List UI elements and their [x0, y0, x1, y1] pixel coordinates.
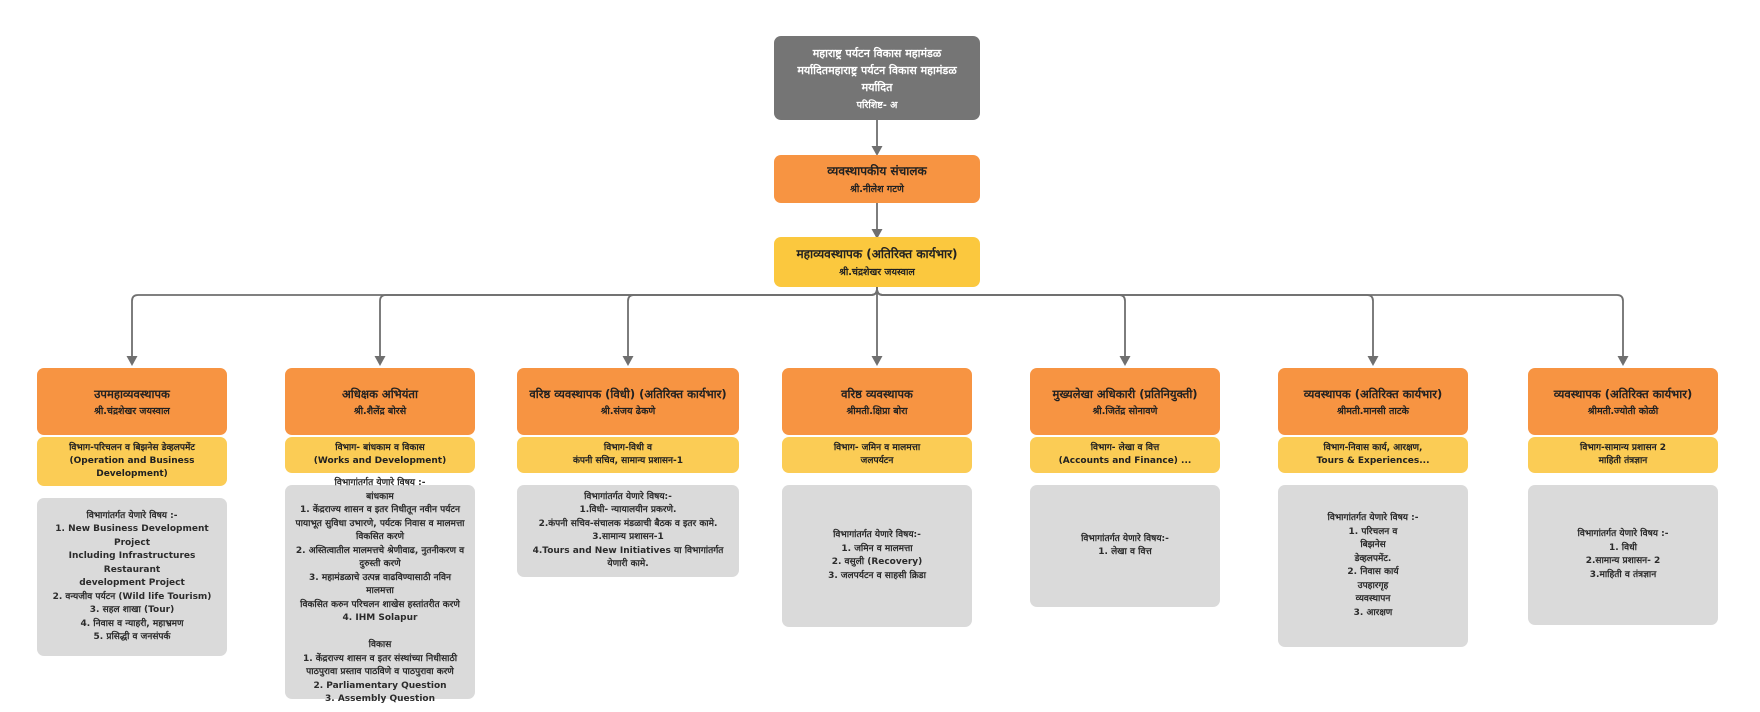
- role-title: मुख्यलेखा अधिकारी (प्रतिनियुक्ती): [1052, 386, 1198, 401]
- duties-box[interactable]: विभागांतर्गत येणारे विषय :- 1. विधी 2.सा…: [1528, 485, 1718, 626]
- branch-column-senior-manager: वरिष्ठ व्यवस्थापक श्रीमती.क्षिप्रा बोरा …: [782, 368, 972, 628]
- officer-name: श्री.नीलेश गटणे: [850, 183, 904, 195]
- department-label: विभाग-विधी व कंपनी सचिव, सामान्य प्रशासन…: [573, 443, 683, 467]
- duties-list: विभागांतर्गत येणारे विषय :- 1. New Busin…: [52, 510, 212, 643]
- officer-name: श्री.जितेंद्र सोनावणे: [1092, 406, 1158, 418]
- officer-name: श्री.चंद्रशेखर जयस्वाल: [839, 266, 915, 278]
- role-box[interactable]: अधिक्षक अभियंता श्री.शैलेंद्र बोरसे: [285, 368, 475, 435]
- duties-list: विभागांतर्गत येणारे विषय:- 1. लेखा व वित…: [1081, 533, 1169, 558]
- role-box[interactable]: व्यवस्थापक (अतिरिक्त कार्यभार) श्रीमती.म…: [1278, 368, 1468, 435]
- officer-name: श्री.संजय ढेकणे: [600, 406, 656, 418]
- duties-list: विभागांतर्गत येणारे विषय :- 1. परिचलन व …: [1327, 513, 1419, 618]
- duties-box[interactable]: विभागांतर्गत येणारे विषय :- 1. परिचलन व …: [1278, 485, 1468, 648]
- department-label: विभाग-निवास कार्य, आरक्षण, Tours & Exper…: [1316, 443, 1430, 467]
- role-title: वरिष्ठ व्यवस्थापक: [841, 386, 913, 401]
- duties-list: विभागांतर्गत येणारे विषय:- 1. जमिन व माल…: [828, 530, 926, 581]
- department-label: विभाग- लेखा व वित्त (Accounts and Financ…: [1058, 443, 1192, 467]
- branch-column-senior-manager-legal: वरिष्ठ व्यवस्थापक (विधी) (अतिरिक्त कार्य…: [517, 368, 739, 578]
- role-title: वरिष्ठ व्यवस्थापक (विधी) (अतिरिक्त कार्य…: [529, 386, 727, 401]
- department-box[interactable]: विभाग- बांधकाम व विकास (Works and Develo…: [285, 437, 475, 474]
- department-label: विभाग-परिचलन व बिझनेस डेव्हलपमेंट (Opera…: [69, 443, 195, 480]
- duties-box[interactable]: विभागांतर्गत येणारे विषय :- 1. New Busin…: [37, 498, 227, 657]
- general-manager-box[interactable]: महाव्यवस्थापक (अतिरिक्त कार्यभार) श्री.च…: [774, 237, 980, 287]
- department-label: विभाग-सामान्य प्रशासन 2 माहिती तंत्रज्ञा…: [1580, 443, 1666, 467]
- corporation-title: महाराष्ट्र पर्यटन विकास महामंडळ मर्यादित…: [797, 46, 957, 95]
- department-box[interactable]: विभाग- लेखा व वित्त (Accounts and Financ…: [1030, 437, 1220, 474]
- managing-director-box[interactable]: व्यवस्थापकीय संचालक श्री.नीलेश गटणे: [774, 155, 980, 203]
- branch-column-chief-accounts-officer: मुख्यलेखा अधिकारी (प्रतिनियुक्ती) श्री.ज…: [1030, 368, 1220, 608]
- duties-list: विभागांतर्गत येणारे विषय:- 1.विधी- न्याय…: [532, 491, 724, 570]
- role-box[interactable]: उपमहाव्यवस्थापक श्री.चंद्रशेखर जयस्वाल: [37, 368, 227, 435]
- role-title: अधिक्षक अभियंता: [342, 386, 418, 401]
- duties-list: विभागांतर्गत येणारे विषय :- बांधकाम 1. क…: [295, 478, 465, 705]
- corporation-header-box[interactable]: महाराष्ट्र पर्यटन विकास महामंडळ मर्यादित…: [774, 36, 980, 120]
- department-box[interactable]: विभाग-सामान्य प्रशासन 2 माहिती तंत्रज्ञा…: [1528, 437, 1718, 474]
- department-label: विभाग- जमिन व मालमत्ता जलपर्यटन: [833, 443, 921, 467]
- duties-list: विभागांतर्गत येणारे विषय :- 1. विधी 2.सा…: [1577, 529, 1669, 580]
- officer-name: श्री.चंद्रशेखर जयस्वाल: [94, 406, 170, 418]
- duties-box[interactable]: विभागांतर्गत येणारे विषय:- 1. जमिन व माल…: [782, 485, 972, 628]
- department-box[interactable]: विभाग-परिचलन व बिझनेस डेव्हलपमेंट (Opera…: [37, 437, 227, 487]
- duties-box[interactable]: विभागांतर्गत येणारे विषय:- 1.विधी- न्याय…: [517, 485, 739, 578]
- role-box[interactable]: व्यवस्थापक (अतिरिक्त कार्यभार) श्रीमती.ज…: [1528, 368, 1718, 435]
- officer-name: श्रीमती.मानसी ताटके: [1337, 406, 1409, 418]
- appendix-label: परिशिष्ट- अ: [856, 100, 898, 112]
- role-title: व्यवस्थापक (अतिरिक्त कार्यभार): [1553, 386, 1693, 401]
- role-title: महाव्यवस्थापक (अतिरिक्त कार्यभार): [796, 247, 958, 262]
- department-label: विभाग- बांधकाम व विकास (Works and Develo…: [313, 443, 447, 467]
- department-box[interactable]: विभाग- जमिन व मालमत्ता जलपर्यटन: [782, 437, 972, 474]
- role-title: व्यवस्थापकीय संचालक: [827, 164, 927, 179]
- officer-name: श्रीमती.ज्योती कोळी: [1587, 406, 1659, 418]
- branch-column-manager-reservations: व्यवस्थापक (अतिरिक्त कार्यभार) श्रीमती.म…: [1278, 368, 1468, 648]
- connector-arrowheads: [126, 146, 1629, 366]
- branch-column-manager-admin: व्यवस्थापक (अतिरिक्त कार्यभार) श्रीमती.ज…: [1528, 368, 1718, 626]
- role-box[interactable]: मुख्यलेखा अधिकारी (प्रतिनियुक्ती) श्री.ज…: [1030, 368, 1220, 435]
- role-box[interactable]: वरिष्ठ व्यवस्थापक श्रीमती.क्षिप्रा बोरा: [782, 368, 972, 435]
- officer-name: श्री.शैलेंद्र बोरसे: [353, 406, 407, 418]
- branch-column-superintending-engineer: अधिक्षक अभियंता श्री.शैलेंद्र बोरसे विभा…: [285, 368, 475, 704]
- duties-box[interactable]: विभागांतर्गत येणारे विषय :- बांधकाम 1. क…: [285, 478, 475, 704]
- duties-box[interactable]: विभागांतर्गत येणारे विषय:- 1. लेखा व वित…: [1030, 485, 1220, 608]
- role-title: व्यवस्थापक (अतिरिक्त कार्यभार): [1303, 386, 1443, 401]
- role-title: उपमहाव्यवस्थापक: [94, 386, 170, 401]
- connector-paths: [131, 120, 1624, 356]
- role-box[interactable]: वरिष्ठ व्यवस्थापक (विधी) (अतिरिक्त कार्य…: [517, 368, 739, 435]
- department-box[interactable]: विभाग-निवास कार्य, आरक्षण, Tours & Exper…: [1278, 437, 1468, 474]
- officer-name: श्रीमती.क्षिप्रा बोरा: [846, 406, 908, 418]
- department-box[interactable]: विभाग-विधी व कंपनी सचिव, सामान्य प्रशासन…: [517, 437, 739, 474]
- branch-column-dgm: उपमहाव्यवस्थापक श्री.चंद्रशेखर जयस्वाल व…: [37, 368, 227, 657]
